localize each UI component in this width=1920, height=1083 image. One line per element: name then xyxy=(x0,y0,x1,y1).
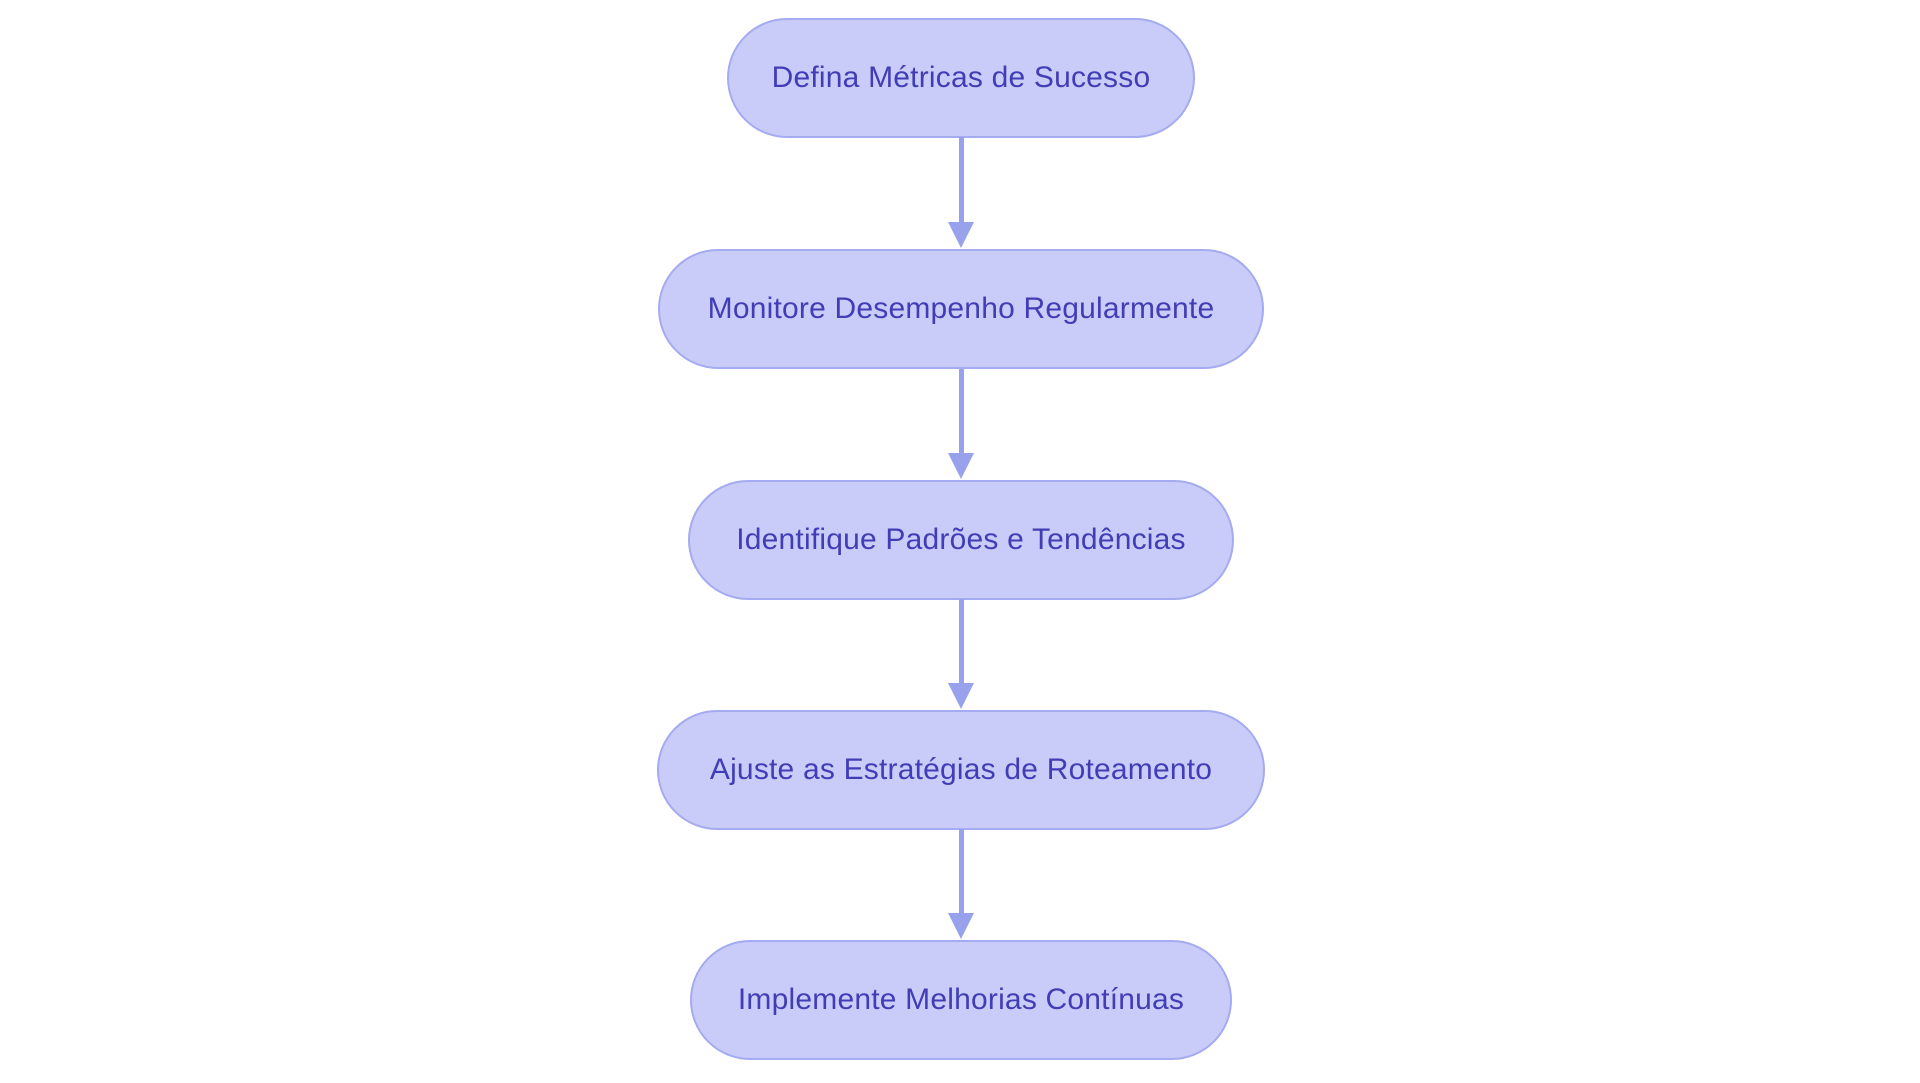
flow-node-monitore-desempenho: Monitore Desempenho Regularmente xyxy=(658,249,1264,369)
flow-node-label: Defina Métricas de Sucesso xyxy=(771,61,1151,94)
arrow-head-icon xyxy=(948,683,974,709)
flow-node-label: Ajuste as Estratégias de Roteamento xyxy=(709,753,1213,786)
arrow-line xyxy=(958,369,964,453)
flow-node-ajuste-estrategias: Ajuste as Estratégias de Roteamento xyxy=(657,710,1265,830)
arrow-head-icon xyxy=(948,913,974,939)
arrow-head-icon xyxy=(948,222,974,248)
arrow-line xyxy=(958,137,964,222)
flow-node-identifique-padroes: Identifique Padrões e Tendências xyxy=(688,480,1234,600)
flow-node-implemente-melhorias: Implemente Melhorias Contínuas xyxy=(690,940,1232,1060)
arrow-line xyxy=(958,829,964,913)
flow-node-label: Identifique Padrões e Tendências xyxy=(736,523,1186,556)
arrow-line xyxy=(958,599,964,683)
flow-arrow-4-5 xyxy=(948,829,974,939)
arrow-head-icon xyxy=(948,453,974,479)
flow-node-label: Monitore Desempenho Regularmente xyxy=(707,292,1215,325)
flow-node-label: Implemente Melhorias Contínuas xyxy=(737,983,1185,1016)
flow-arrow-1-2 xyxy=(948,137,974,248)
flow-node-defina-metricas: Defina Métricas de Sucesso xyxy=(727,18,1195,138)
flow-arrow-2-3 xyxy=(948,369,974,479)
flow-arrow-3-4 xyxy=(948,599,974,709)
